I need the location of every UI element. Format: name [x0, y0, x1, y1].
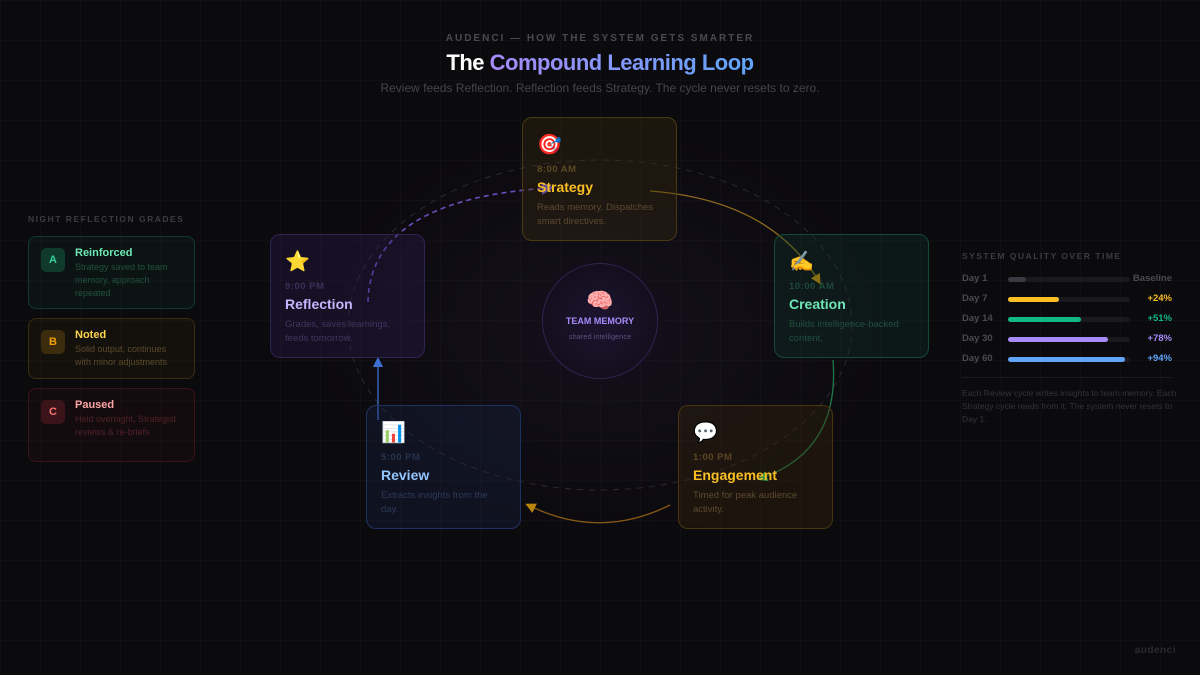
subtitle: Review feeds Reflection. Reflection feed… [380, 81, 820, 95]
quality-value: Baseline [1132, 273, 1172, 284]
stage-desc: Extracts insights from the day. [381, 490, 488, 515]
progress-fill [1008, 277, 1027, 282]
day-label: Day 7 [962, 293, 988, 304]
target-icon: 🎯 [537, 134, 562, 156]
day-label: Day 1 [962, 273, 988, 284]
progress-fill [1008, 357, 1126, 362]
progress-track [1008, 277, 1130, 282]
stage-name: Reflection [285, 296, 353, 312]
arrow-engagement-review [525, 503, 671, 524]
bar-chart-icon: 📊 [381, 422, 406, 444]
grade-a: A Reinforced Strategy saved to team memo… [28, 236, 195, 309]
grade-c: C Paused Held overnight, Strategist revi… [28, 388, 195, 462]
quality-title: SYSTEM QUALITY OVER TIME [962, 251, 1122, 261]
stage-desc: Grades, saves learnings, feeds tomorrow. [285, 319, 391, 344]
stage-desc: Builds intelligence-backed content. [789, 319, 899, 344]
memory-label: TEAM MEMORY [565, 316, 635, 326]
quality-value: +51% [1147, 313, 1172, 324]
title-main: Compound Learning Loop [489, 50, 754, 75]
stage-name: Creation [789, 296, 846, 312]
quality-row: Day 14 +51% [962, 313, 1184, 327]
day-label: Day 60 [962, 353, 993, 364]
progress-track [1008, 357, 1130, 362]
progress-fill [1008, 297, 1060, 302]
day-label: Day 14 [962, 313, 993, 324]
grade-name: Reinforced [75, 247, 133, 259]
grade-desc: Solid output, continues with minor adjus… [75, 344, 168, 367]
stage-card-strategy[interactable]: 🎯 8:00 AM Strategy Reads memory. Dispatc… [522, 117, 677, 241]
quality-row: Day 30 +78% [962, 333, 1184, 347]
progress-track [1008, 337, 1130, 342]
quality-row: Day 60 +94% [962, 353, 1184, 367]
quality-value: +78% [1147, 333, 1172, 344]
grade-badge: A [41, 248, 65, 272]
stage-time: 8:00 AM [537, 164, 577, 175]
grade-name: Noted [75, 329, 107, 341]
team-memory-hub: 🧠 TEAM MEMORY shared intelligence [542, 263, 658, 379]
arrow-reflection-strategy [367, 182, 555, 303]
stage-desc: Reads memory. Dispatches smart directive… [537, 202, 653, 227]
stage-desc: Timed for peak audience activity. [693, 490, 798, 515]
quality-row: Day 7 +24% [962, 293, 1184, 307]
progress-track [1008, 317, 1130, 322]
stage-name: Engagement [693, 467, 778, 483]
stage-card-creation[interactable]: ✍️ 10:00 AM Creation Builds intelligence… [774, 234, 929, 358]
stage-time: 1:00 PM [693, 452, 733, 463]
grade-desc: Held overnight, Strategist reviews & re-… [75, 414, 177, 437]
quality-value: +24% [1147, 293, 1172, 304]
writing-hand-icon: ✍️ [789, 251, 814, 273]
brain-icon: 🧠 [586, 288, 614, 313]
orbit-ring [347, 159, 853, 491]
footer-logo: audenci [1134, 645, 1176, 656]
progress-fill [1008, 317, 1082, 322]
stage-card-engagement[interactable]: 💬 1:00 PM Engagement Timed for peak audi… [678, 405, 833, 529]
arrow-strategy-creation [649, 190, 821, 285]
divider [962, 377, 1172, 378]
day-label: Day 30 [962, 333, 993, 344]
quality-value: +94% [1147, 353, 1172, 364]
stage-card-review[interactable]: 📊 5:00 PM Review Extracts insights from … [366, 405, 521, 529]
memory-sub: shared intelligence [568, 332, 632, 341]
speech-bubble-icon: 💬 [693, 422, 718, 444]
star-icon: ⭐ [285, 251, 310, 273]
grade-badge: B [41, 330, 65, 354]
page-title: The Compound Learning Loop [0, 50, 1200, 76]
progress-fill [1008, 337, 1109, 342]
kicker: AUDENCI — HOW THE SYSTEM GETS SMARTER [445, 33, 755, 44]
grades-title: NIGHT REFLECTION GRADES [28, 214, 185, 224]
progress-track [1008, 297, 1130, 302]
grade-name: Paused [75, 399, 115, 411]
stage-card-reflection[interactable]: ⭐ 9:00 PM Reflection Grades, saves learn… [270, 234, 425, 358]
stage-time: 10:00 AM [789, 281, 835, 292]
title-prefix: The [446, 50, 485, 75]
stage-time: 9:00 PM [285, 281, 325, 292]
quality-note: Each Review cycle writes insights to tea… [962, 388, 1177, 424]
stage-name: Review [381, 467, 430, 483]
stage-time: 5:00 PM [381, 452, 421, 463]
quality-row: Day 1 Baseline [962, 273, 1184, 287]
grade-badge: C [41, 400, 65, 424]
grade-desc: Strategy saved to team memory, approach … [75, 262, 168, 298]
grade-b: B Noted Solid output, continues with min… [28, 318, 195, 379]
arrow-creation-engagement [757, 359, 835, 482]
stage-name: Strategy [537, 179, 594, 195]
